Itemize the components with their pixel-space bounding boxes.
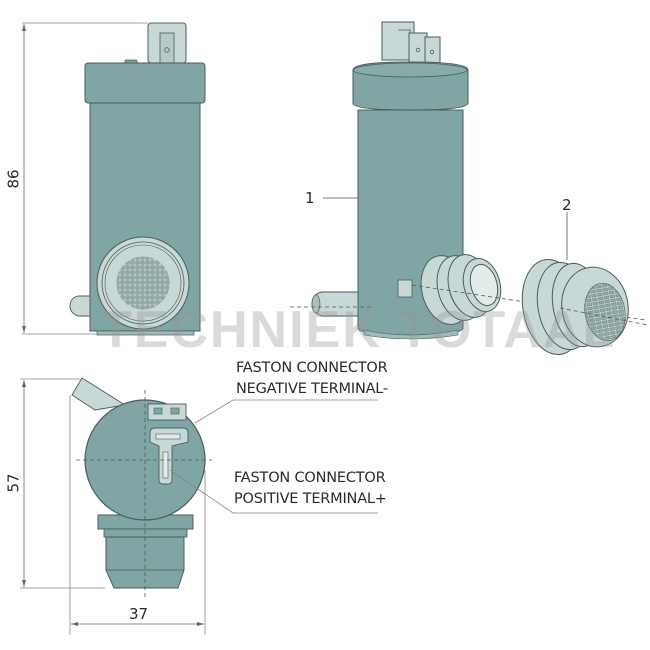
callout-negative-line2: NEGATIVE TERMINAL- (236, 381, 388, 397)
exploded-view (290, 21, 649, 356)
part-number-filter: 2 (562, 196, 572, 214)
callout-positive-line1: FASTON CONNECTOR (234, 470, 386, 486)
callout-positive-terminal: FASTON CONNECTOR POSITIVE TERMINAL+ (234, 468, 387, 510)
callout-negative-line1: FASTON CONNECTOR (236, 360, 388, 376)
dimension-depth-label: 57 (4, 473, 23, 493)
watermark: TECHNIEK TOTAAL (100, 301, 617, 359)
callout-positive-line2: POSITIVE TERMINAL+ (234, 491, 387, 507)
top-view (20, 377, 378, 635)
callout-negative-terminal: FASTON CONNECTOR NEGATIVE TERMINAL- (236, 358, 388, 400)
part-number-pump: 1 (305, 189, 315, 207)
dimension-height-label: 86 (4, 169, 23, 189)
dimension-width-label: 37 (129, 605, 149, 623)
front-view (22, 22, 206, 336)
